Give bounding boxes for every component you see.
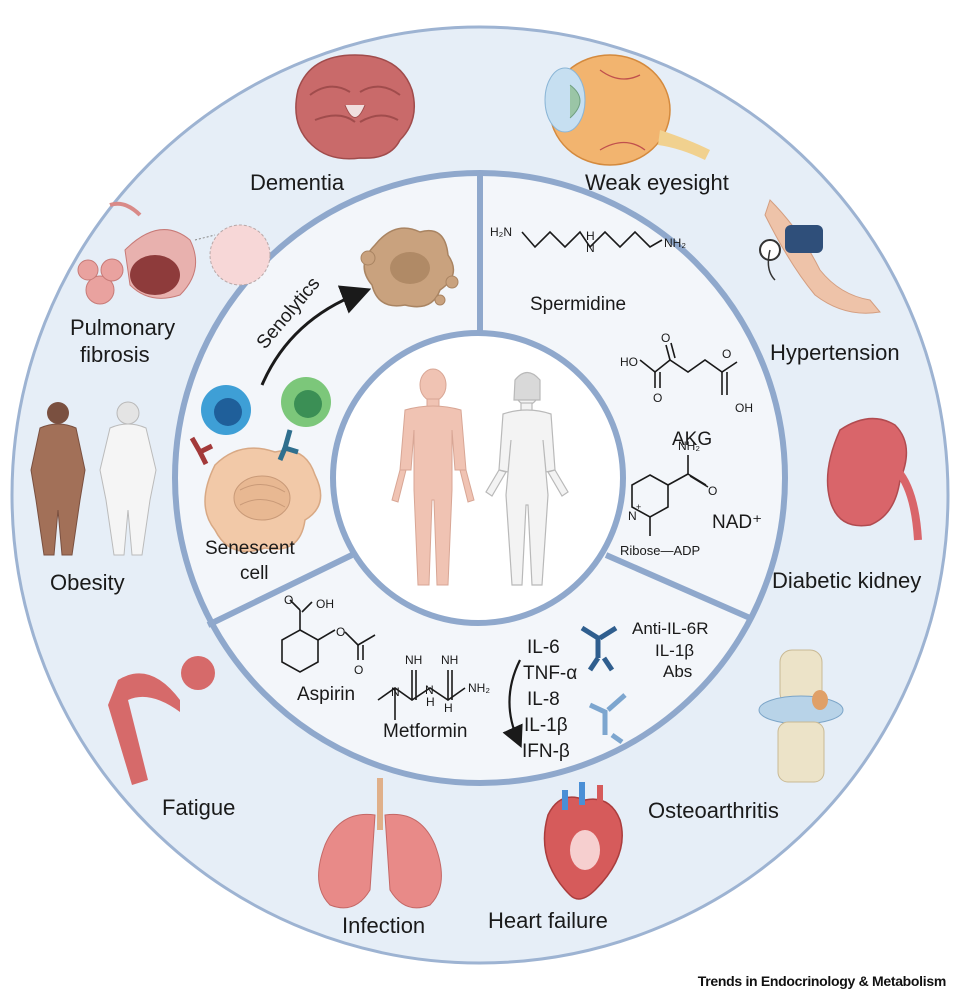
diabetic-kidney-label: Diabetic kidney bbox=[772, 568, 921, 593]
obesity-icon bbox=[30, 401, 157, 556]
metformin-nh2-end: NH₂ bbox=[468, 681, 490, 695]
hypertension-label: Hypertension bbox=[770, 340, 900, 365]
nad-plus: + bbox=[636, 502, 641, 512]
metformin-n2: N bbox=[425, 683, 434, 697]
pulmonary-fibrosis-label-1: Pulmonary bbox=[70, 315, 175, 340]
divider-right bbox=[604, 552, 752, 621]
cytokine-ifnb: IFN-β bbox=[522, 741, 570, 762]
antibody-label-2: IL-1β bbox=[655, 641, 694, 660]
nad-label: NAD⁺ bbox=[712, 512, 762, 533]
senescent-cell-illustration bbox=[204, 447, 322, 553]
aspirin-structure bbox=[281, 599, 376, 673]
immune-cell-blue bbox=[201, 385, 251, 435]
weak-eyesight-label: Weak eyesight bbox=[585, 170, 729, 195]
eye-icon bbox=[544, 54, 710, 166]
fatigue-label: Fatigue bbox=[162, 795, 235, 820]
apoptotic-cell-illustration bbox=[360, 227, 459, 308]
spermidine-n: N bbox=[586, 241, 595, 255]
metformin-nh1: NH bbox=[405, 653, 422, 667]
cytokine-il8: IL-8 bbox=[527, 689, 560, 710]
osteoarthritis-label: Osteoarthritis bbox=[648, 798, 779, 823]
metformin-h2: H bbox=[444, 701, 453, 715]
spermidine-nh2: NH₂ bbox=[664, 236, 686, 250]
male-body-icon bbox=[391, 368, 475, 586]
brain-icon bbox=[295, 54, 415, 160]
inner-circle bbox=[330, 330, 626, 626]
metformin-n: N bbox=[391, 685, 400, 699]
akg-structure bbox=[639, 342, 738, 395]
cytokine-tnfa: TNF-α bbox=[523, 663, 577, 684]
hypertension-arm-icon bbox=[759, 199, 881, 314]
cytokine-il6: IL-6 bbox=[527, 637, 560, 658]
nad-nh2: NH₂ bbox=[678, 439, 700, 453]
aspirin-o1: O bbox=[284, 593, 293, 607]
fatigue-icon bbox=[108, 656, 215, 785]
cytokine-il1b: IL-1β bbox=[524, 715, 568, 736]
antibody-teal-icon bbox=[277, 429, 299, 461]
aspirin-label: Aspirin bbox=[297, 684, 355, 705]
akg-o2: O bbox=[653, 391, 662, 405]
metformin-structure bbox=[377, 670, 466, 720]
aspirin-oh: OH bbox=[316, 597, 334, 611]
spermidine-h: H bbox=[586, 229, 595, 243]
spermidine-h2n: H₂N bbox=[490, 225, 512, 239]
antibody-dark-icon bbox=[580, 625, 618, 672]
senescent-cell-label-2: cell bbox=[240, 563, 269, 584]
pulmonary-fibrosis-icon bbox=[77, 201, 271, 305]
heart-failure-label: Heart failure bbox=[488, 908, 608, 933]
senolytics-arrow bbox=[260, 285, 372, 386]
pulmonary-fibrosis-label-2: fibrosis bbox=[80, 342, 150, 367]
aspirin-o3: O bbox=[354, 663, 363, 677]
female-body-icon bbox=[485, 371, 569, 586]
kidney-icon bbox=[826, 417, 922, 541]
nad-structure bbox=[631, 455, 709, 536]
nad-n: N bbox=[628, 509, 637, 523]
akg-oh: OH bbox=[735, 401, 753, 415]
spermidine-structure bbox=[521, 230, 663, 249]
akg-o1: O bbox=[661, 331, 670, 345]
knee-icon bbox=[758, 649, 844, 783]
journal-credit: Trends in Endocrinology & Metabolism bbox=[697, 973, 947, 989]
divider-left bbox=[206, 552, 354, 628]
aspirin-o2: O bbox=[336, 625, 345, 639]
cytokine-arrow bbox=[502, 659, 523, 749]
spermidine-label: Spermidine bbox=[530, 294, 626, 315]
senescent-cell-label-1: Senescent bbox=[205, 538, 296, 559]
akg-label: AKG bbox=[672, 429, 712, 450]
antibody-red-icon bbox=[189, 436, 214, 466]
heart-icon bbox=[543, 782, 623, 900]
metformin-label: Metformin bbox=[383, 721, 467, 742]
infection-label: Infection bbox=[342, 913, 425, 938]
immune-cell-green bbox=[281, 377, 331, 427]
antibody-light-icon bbox=[588, 693, 627, 745]
antibody-label-3: Abs bbox=[663, 662, 692, 681]
akg-ho: HO bbox=[620, 355, 638, 369]
antibody-label-1: Anti-IL-6R bbox=[632, 619, 709, 638]
nad-o: O bbox=[708, 484, 717, 498]
metformin-h1: H bbox=[426, 695, 435, 709]
akg-o3: O bbox=[722, 347, 731, 361]
lungs-icon bbox=[318, 778, 442, 909]
dementia-label: Dementia bbox=[250, 170, 345, 195]
metformin-nh2: NH bbox=[441, 653, 458, 667]
obesity-label: Obesity bbox=[50, 570, 125, 595]
nad-ribose: Ribose—ADP bbox=[620, 543, 700, 558]
